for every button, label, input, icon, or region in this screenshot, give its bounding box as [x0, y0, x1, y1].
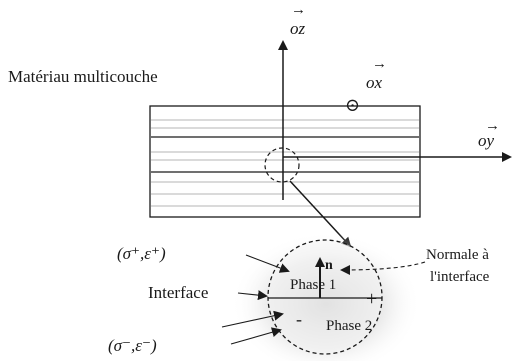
zoom-circle: [267, 239, 383, 355]
normal-vector-label: n: [325, 258, 333, 273]
state-minus-pointer-2: [230, 327, 282, 345]
axis-oz-arrow: →: [291, 2, 306, 18]
axis-ox-arrow: →: [372, 56, 387, 72]
minus-sign: -: [296, 309, 302, 329]
axis-ox: ⊙ → ox: [345, 56, 387, 115]
axis-oz: → oz: [278, 2, 306, 200]
state-plus-pointer: [245, 254, 290, 273]
interface-label: Interface: [148, 283, 208, 302]
multilayer-block: [149, 105, 421, 218]
phase1-label: Phase 1: [290, 277, 336, 293]
diagram-title: Matériau multicouche: [8, 67, 158, 86]
normal-label-line2: l'interface: [430, 269, 490, 285]
axis-ox-label: ox: [366, 73, 383, 92]
phase2-label: Phase 2: [326, 318, 372, 334]
state-minus-pointer: [221, 310, 284, 328]
normal-annotation: Normale à l'interface: [340, 247, 490, 285]
zoom-detail: n Phase 1 Phase 2 + -: [231, 232, 421, 361]
state-plus-label: (σ⁺,ε⁺): [117, 244, 166, 263]
axis-oy: → oy: [283, 118, 512, 162]
selection-circle: [264, 147, 300, 183]
left-annotations: (σ⁺,ε⁺) Interface (σ⁻,ε⁻): [108, 244, 290, 355]
axis-oy-label: oy: [478, 131, 495, 150]
axis-oz-label: oz: [290, 19, 306, 38]
interface-pointer: [237, 290, 268, 301]
axis-oy-arrow: →: [485, 118, 500, 134]
normal-pointer: [340, 261, 426, 275]
normal-label-line1: Normale à: [426, 247, 489, 263]
state-minus-label: (σ⁻,ε⁻): [108, 336, 157, 355]
plus-sign: +: [366, 288, 377, 310]
ox-dot-icon: ⊙: [345, 95, 360, 115]
